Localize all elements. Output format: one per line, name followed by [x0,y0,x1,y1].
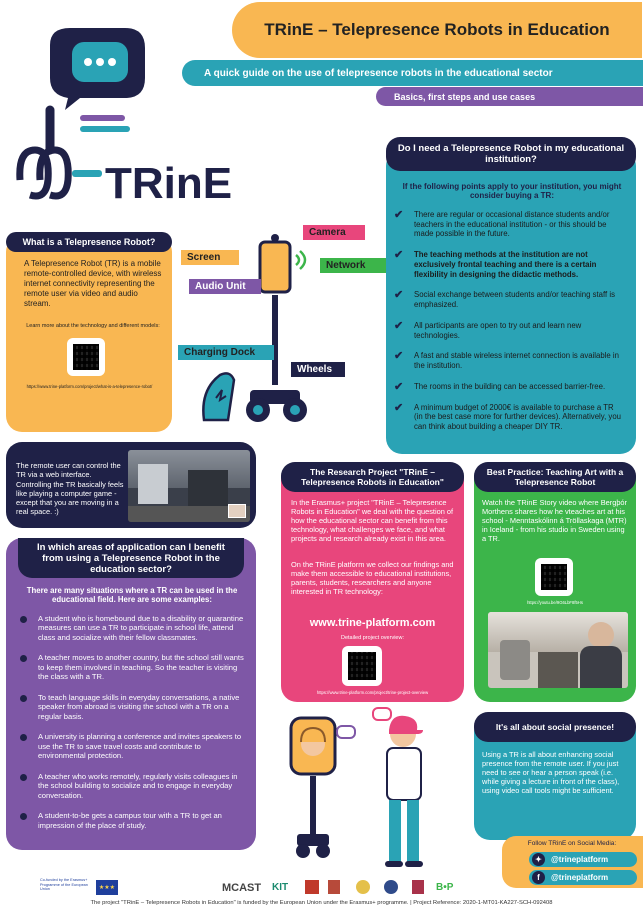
what-is-body: A Telepresence Robot (TR) is a mobile re… [24,259,162,308]
partner-logo [384,880,398,894]
footer-note: The project "TRinE – Telepresence Robots… [90,900,553,906]
bullet-icon [20,734,27,742]
label-wheels: Wheels [291,362,345,377]
trine-logo: TRinE [10,20,260,208]
remote-text: The remote user can control the TR via a… [16,461,124,517]
need-item: ✔Social exchange between students and/or… [394,289,615,310]
areas-item: A student-to-be gets a campus tour with … [16,811,248,830]
checkmark-icon: ✔ [394,380,404,393]
need-item: ✔All participants are open to try out an… [394,319,582,340]
need-list: ✔There are regular or occasional distanc… [392,209,624,443]
best-practice-body: Watch the TRinE Story video where Bergþó… [482,498,628,544]
areas-item: To teach language skills in everyday con… [16,693,248,721]
bullet-icon [20,694,27,702]
checkmark-icon: ✔ [394,209,404,221]
need-item: ✔The rooms in the building can be access… [394,380,606,393]
bullet-icon [20,773,27,781]
eu-flag-icon: ★★★ [96,880,118,895]
areas-card [6,538,256,850]
areas-list: A student who is homebound due to a disa… [16,614,248,841]
svg-text:TRinE: TRinE [105,159,232,200]
checkmark-icon: ✔ [394,350,404,363]
kit-logo: KIT [272,882,289,893]
bp-logo: B•P [436,882,454,893]
social-heading: It's all about social presence! [474,712,636,742]
qr-code-video[interactable] [535,558,573,596]
checkmark-icon: ✔ [394,401,404,414]
need-item: ✔The teaching methods at the institution… [394,249,597,279]
research-overview-label: Detailed project overview: [341,635,404,641]
research-website-link[interactable]: www.trine-platform.com [309,617,436,629]
areas-intro: There are many situations where a TR can… [26,586,238,604]
qr-code-research[interactable] [342,646,382,686]
twitter-icon: ✦ [532,853,545,866]
erasmus-funding-note: Co-funded by the Erasmus+ Programme of t… [40,878,88,892]
bullet-icon [20,616,27,623]
what-is-card [6,236,172,432]
what-is-url[interactable]: https://www.trine-platform.com/project/w… [26,384,153,389]
partner-logo [305,880,319,894]
social-body: Using a TR is all about enhancing social… [482,750,620,796]
label-charging-dock: Charging Dock [178,345,274,360]
label-screen: Screen [181,250,239,265]
areas-item: A student who is homebound due to a disa… [16,614,248,642]
need-card [386,150,636,454]
areas-heading: In which areas of application can I bene… [18,538,244,578]
twitter-handle: @trineplatform [551,855,609,864]
checkmark-icon: ✔ [394,319,404,332]
need-item: ✔A minimum budget of 2000€ is available … [394,401,621,432]
page-subtitle: A quick guide on the use of telepresence… [182,60,643,86]
partner-logo [412,880,424,894]
qr-code-what-is[interactable] [67,338,105,376]
follow-label: Follow TRinE on Social Media: [527,840,617,847]
mcast-logo: MCAST [222,882,262,894]
label-audio-unit: Audio Unit [189,279,261,294]
facebook-icon: f [532,871,545,884]
what-is-heading: What is a Telepresence Robot? [6,232,172,252]
need-intro: If the following points apply to your in… [402,182,622,200]
facebook-handle: @trineplatform [551,873,609,882]
twitter-link[interactable]: ✦ @trineplatform [529,852,637,867]
best-practice-heading: Best Practice: Teaching Art with a Telep… [474,462,636,492]
bullet-icon [20,813,27,821]
checkmark-icon: ✔ [394,289,404,302]
research-heading: The Research Project "TRinE – Telepresen… [281,462,464,492]
partner-logo [328,880,340,894]
areas-item: A teacher moves to another country, but … [16,653,248,681]
research-url[interactable]: https://www.trine-platform.com/project/t… [316,690,429,695]
need-heading: Do I need a Telepresence Robot in my edu… [386,137,636,171]
need-item: ✔There are regular or occasional distanc… [394,209,610,239]
checkmark-icon: ✔ [394,249,404,262]
people-illustration [281,706,461,872]
robot-illustration [170,220,380,440]
areas-item: A university is planning a conference an… [16,732,248,760]
need-item: ✔A fast and stable wireless internet con… [394,350,620,371]
page-title: TRinE – Telepresence Robots in Education [232,2,642,58]
research-body-1: In the Erasmus+ project "TRinE – Telepre… [291,498,454,544]
best-practice-photo [488,612,628,688]
research-body-2: On the TRinE platform we collect our fin… [291,560,454,597]
bullet-icon [20,655,27,663]
best-practice-url[interactable]: https://youtu.be/9G6LbF8f5Hs [527,600,583,605]
facebook-link[interactable]: f @trineplatform [529,870,637,885]
label-network: Network [320,258,386,273]
remote-screenshot [128,450,250,522]
partner-logo [356,880,370,894]
areas-item: A teacher who works remotely, regularly … [16,772,248,800]
learn-more-text: Learn more about the technology and diff… [26,323,160,329]
label-camera: Camera [303,225,365,240]
topic-tag: Basics, first steps and use cases [376,87,643,106]
